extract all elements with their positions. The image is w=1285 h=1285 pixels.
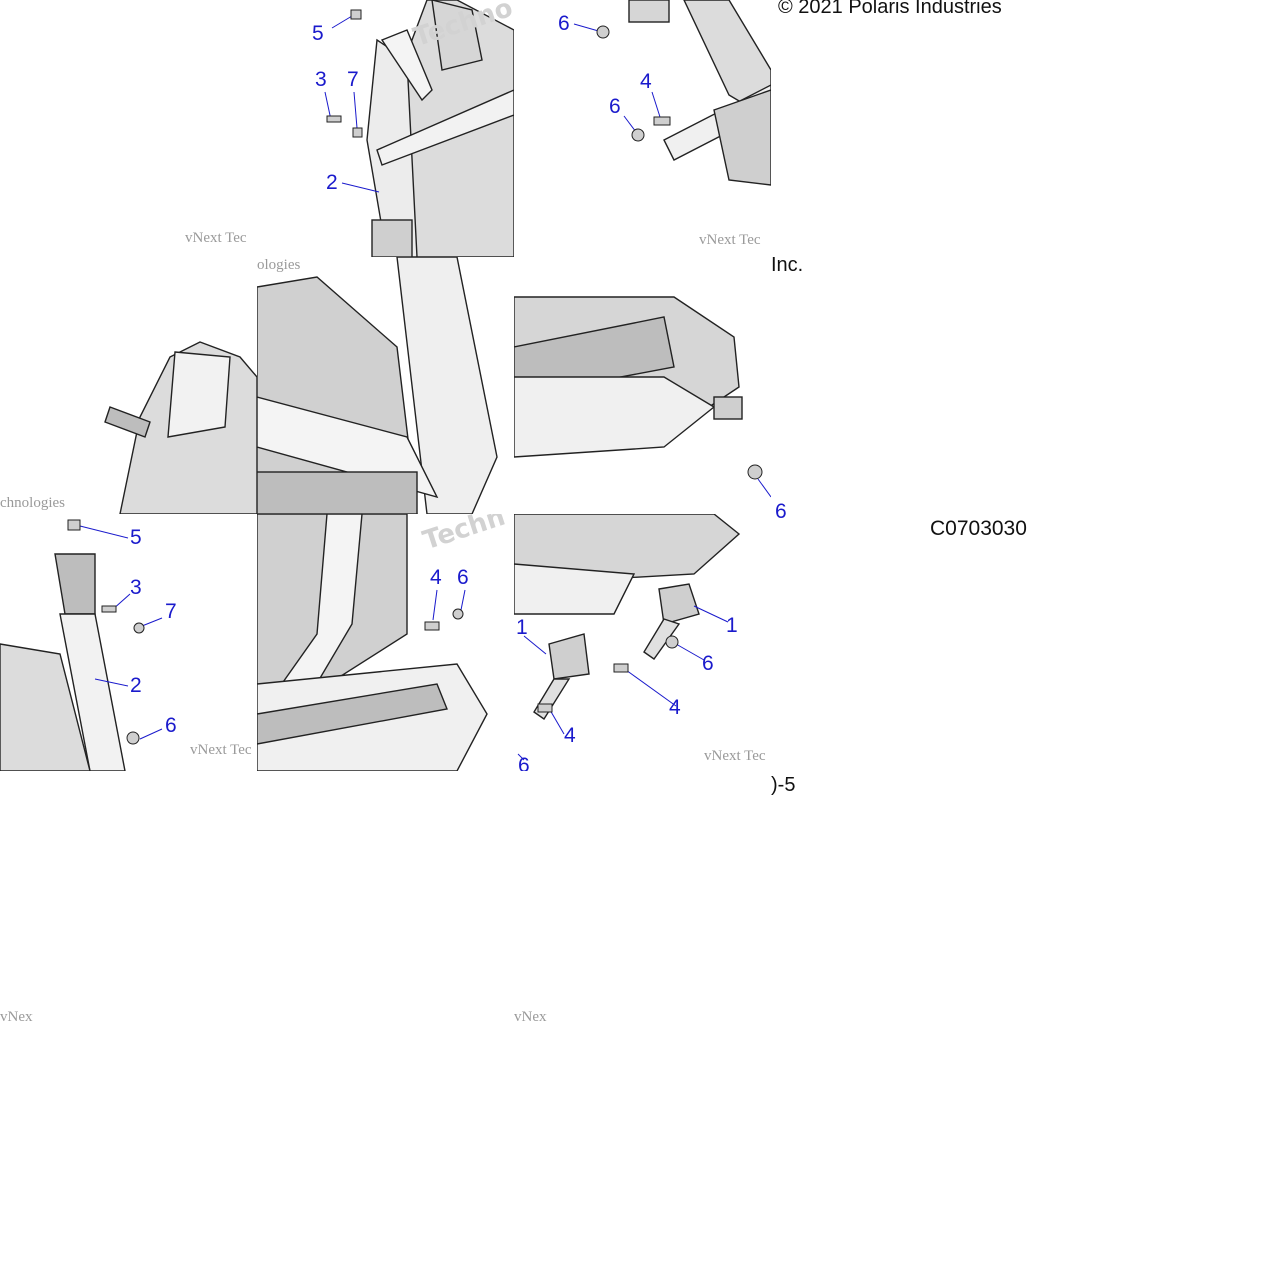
- watermark-frag-b: vNext: [514, 1009, 547, 1025]
- callout-2: 2: [326, 171, 338, 194]
- callout-3: 3: [315, 68, 327, 91]
- callout-6c: 6: [165, 714, 177, 737]
- belt-seat-drawing: [257, 514, 488, 771]
- belt-detail-drawing: [0, 519, 163, 771]
- callout-4c: 4: [669, 696, 681, 719]
- callout-6: 6: [558, 12, 570, 35]
- watermark-frag-a: vNext: [0, 1009, 33, 1025]
- tile-buckles: 1 1 6 4 4 6 vNext Tec: [514, 514, 771, 771]
- seat-frame-upper-drawing: [324, 0, 514, 257]
- tile-seat-frame-upper: 5 3 7 2 Techno: [257, 0, 514, 257]
- tile-belt-detail: 5 3 7 2 6 vNext Tec: [0, 514, 257, 771]
- callout-6g: 6: [775, 500, 787, 523]
- tile-seat-base: [514, 257, 771, 514]
- callout-6b: 6: [609, 95, 621, 118]
- callout-6e: 6: [702, 652, 714, 675]
- callout-7: 7: [347, 68, 359, 91]
- belt-anchor-drawing: [573, 0, 771, 186]
- tile-seat-back: ologies: [257, 257, 514, 514]
- callout-2b: 2: [130, 674, 142, 697]
- callout-1: 1: [516, 616, 528, 639]
- tile-belt-anchor: 6 4 6 vNext Tec: [514, 0, 771, 257]
- callout-4: 4: [640, 70, 652, 93]
- callout-5: 5: [312, 22, 324, 45]
- callout-6d: 6: [457, 566, 469, 589]
- buckles-drawing: [514, 514, 741, 761]
- watermark-vnext-a: vNext Tec: [185, 230, 247, 246]
- fragment-a: vNext: [0, 971, 33, 1031]
- callout-7b: 7: [165, 600, 177, 623]
- callout-3b: 3: [130, 576, 142, 599]
- copyright-text: © 2021 Polaris Industries: [778, 0, 1002, 18]
- inc-fragment: Inc.: [771, 254, 804, 276]
- fragment-b: vNext: [514, 971, 547, 1031]
- headrest-drawing: [104, 341, 257, 514]
- tile-belt-seat: 4 6 Techn: [257, 514, 514, 771]
- callout-4b: 4: [430, 566, 442, 589]
- callout-5b: 5: [130, 526, 142, 549]
- callout-6f: 6: [518, 754, 530, 771]
- callout-4d: 4: [564, 724, 576, 747]
- page-fragment: )-5: [771, 774, 796, 796]
- callout-1b: 1: [726, 614, 738, 637]
- diagram-code: C0703030: [930, 517, 1027, 540]
- seat-back-drawing: [257, 257, 498, 514]
- seat-base-drawing: [514, 296, 771, 498]
- tile-blank-a: vNext Tec: [0, 0, 257, 257]
- tile-headrest: chnologies: [0, 257, 257, 514]
